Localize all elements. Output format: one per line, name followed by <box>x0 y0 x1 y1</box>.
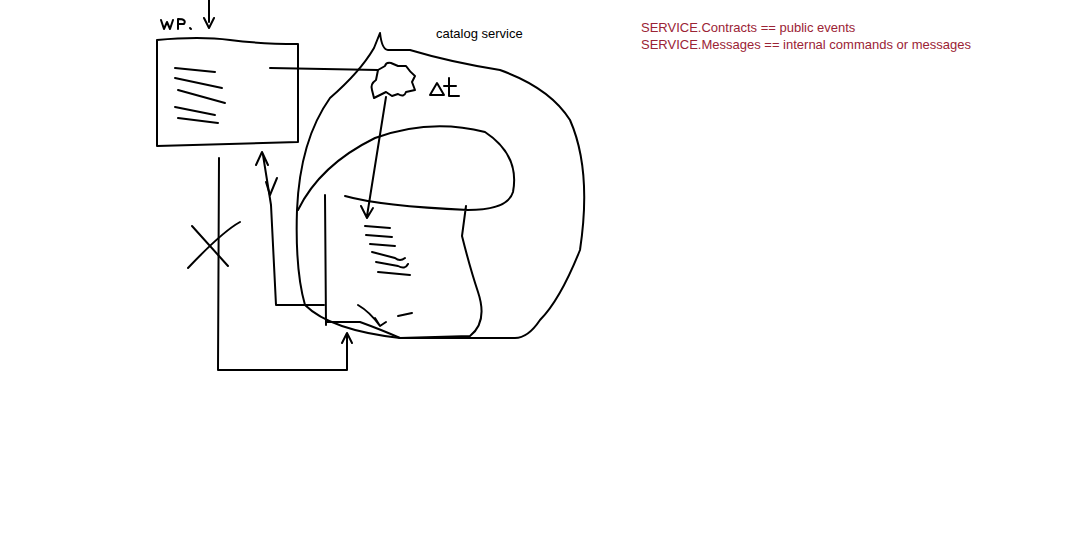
service-blob: catalog service <box>290 20 590 345</box>
flow-line <box>325 195 326 325</box>
note-text: SERVICE.Contracts == public events <box>641 20 855 36</box>
note-text: SERVICE.Messages == internal commands or… <box>641 37 971 53</box>
document-box <box>157 38 298 146</box>
incoming-arrow <box>204 0 214 28</box>
x-mark <box>188 222 240 268</box>
blob-path <box>297 33 585 338</box>
rejected-flow <box>218 158 352 370</box>
link-line <box>270 68 378 70</box>
handwriting-delta <box>430 78 459 96</box>
inner-region <box>298 126 514 338</box>
bottom-arrows <box>358 305 412 326</box>
handwriting-wp <box>161 19 191 29</box>
accepted-flow <box>256 152 324 305</box>
check-mark <box>266 178 277 195</box>
service-outline <box>290 20 590 345</box>
message-stack <box>365 226 410 275</box>
service-name: catalog service <box>436 26 523 42</box>
document-lines <box>175 68 225 123</box>
puzzle-piece <box>372 63 416 98</box>
